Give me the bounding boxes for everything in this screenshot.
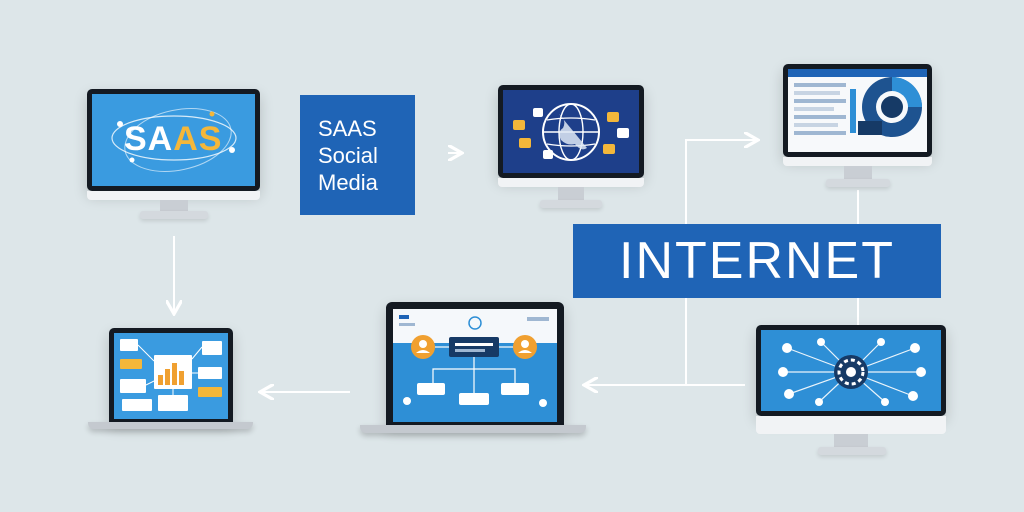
laptop-analytics-base	[88, 422, 253, 429]
internet-banner: INTERNET	[573, 224, 941, 298]
network-node-icon	[778, 338, 926, 406]
monitor-dashboard-foot	[826, 179, 890, 187]
laptop-flow-base	[360, 425, 586, 433]
monitor-dashboard-chin	[783, 157, 932, 166]
monitor-saas-neck	[160, 200, 188, 212]
monitor-network-neck	[834, 434, 868, 448]
monitor-network-screen	[761, 330, 941, 411]
saas-logo-accent: AS	[173, 120, 223, 158]
analytics-chart-icon	[120, 339, 222, 411]
gear-icon	[834, 355, 868, 389]
laptop-analytics-screen	[114, 333, 228, 419]
monitor-globe-chin	[498, 178, 644, 187]
monitor-saas-screen: SAAS	[92, 94, 255, 186]
panel-line-saas: SAAS	[318, 115, 377, 141]
laptop-flow-screen	[393, 309, 557, 422]
saas-logo-main: SA	[124, 120, 174, 158]
monitor-dashboard-neck	[844, 166, 872, 180]
monitor-globe-foot	[540, 200, 602, 208]
orbit-lines-icon	[111, 108, 237, 172]
arrow-vertical-trunk	[685, 140, 756, 385]
monitor-globe-screen	[503, 90, 639, 173]
person-icon	[411, 335, 537, 359]
monitor-network-foot	[818, 447, 886, 455]
monitor-network-chin	[756, 416, 946, 434]
saas-logo: SAAS	[124, 120, 222, 159]
monitor-saas-chin	[87, 191, 260, 200]
panel-line-social: Social	[318, 142, 378, 168]
saas-social-media-panel: SAAS Social Media	[300, 95, 415, 215]
monitor-saas-foot	[140, 211, 208, 219]
globe-icon	[513, 103, 629, 161]
panel-line-media: Media	[318, 169, 378, 195]
dashboard-chart-icon	[788, 69, 927, 137]
monitor-globe-neck	[558, 187, 584, 201]
flow-diagram-icon	[393, 315, 557, 422]
monitor-dashboard-screen	[788, 69, 927, 152]
